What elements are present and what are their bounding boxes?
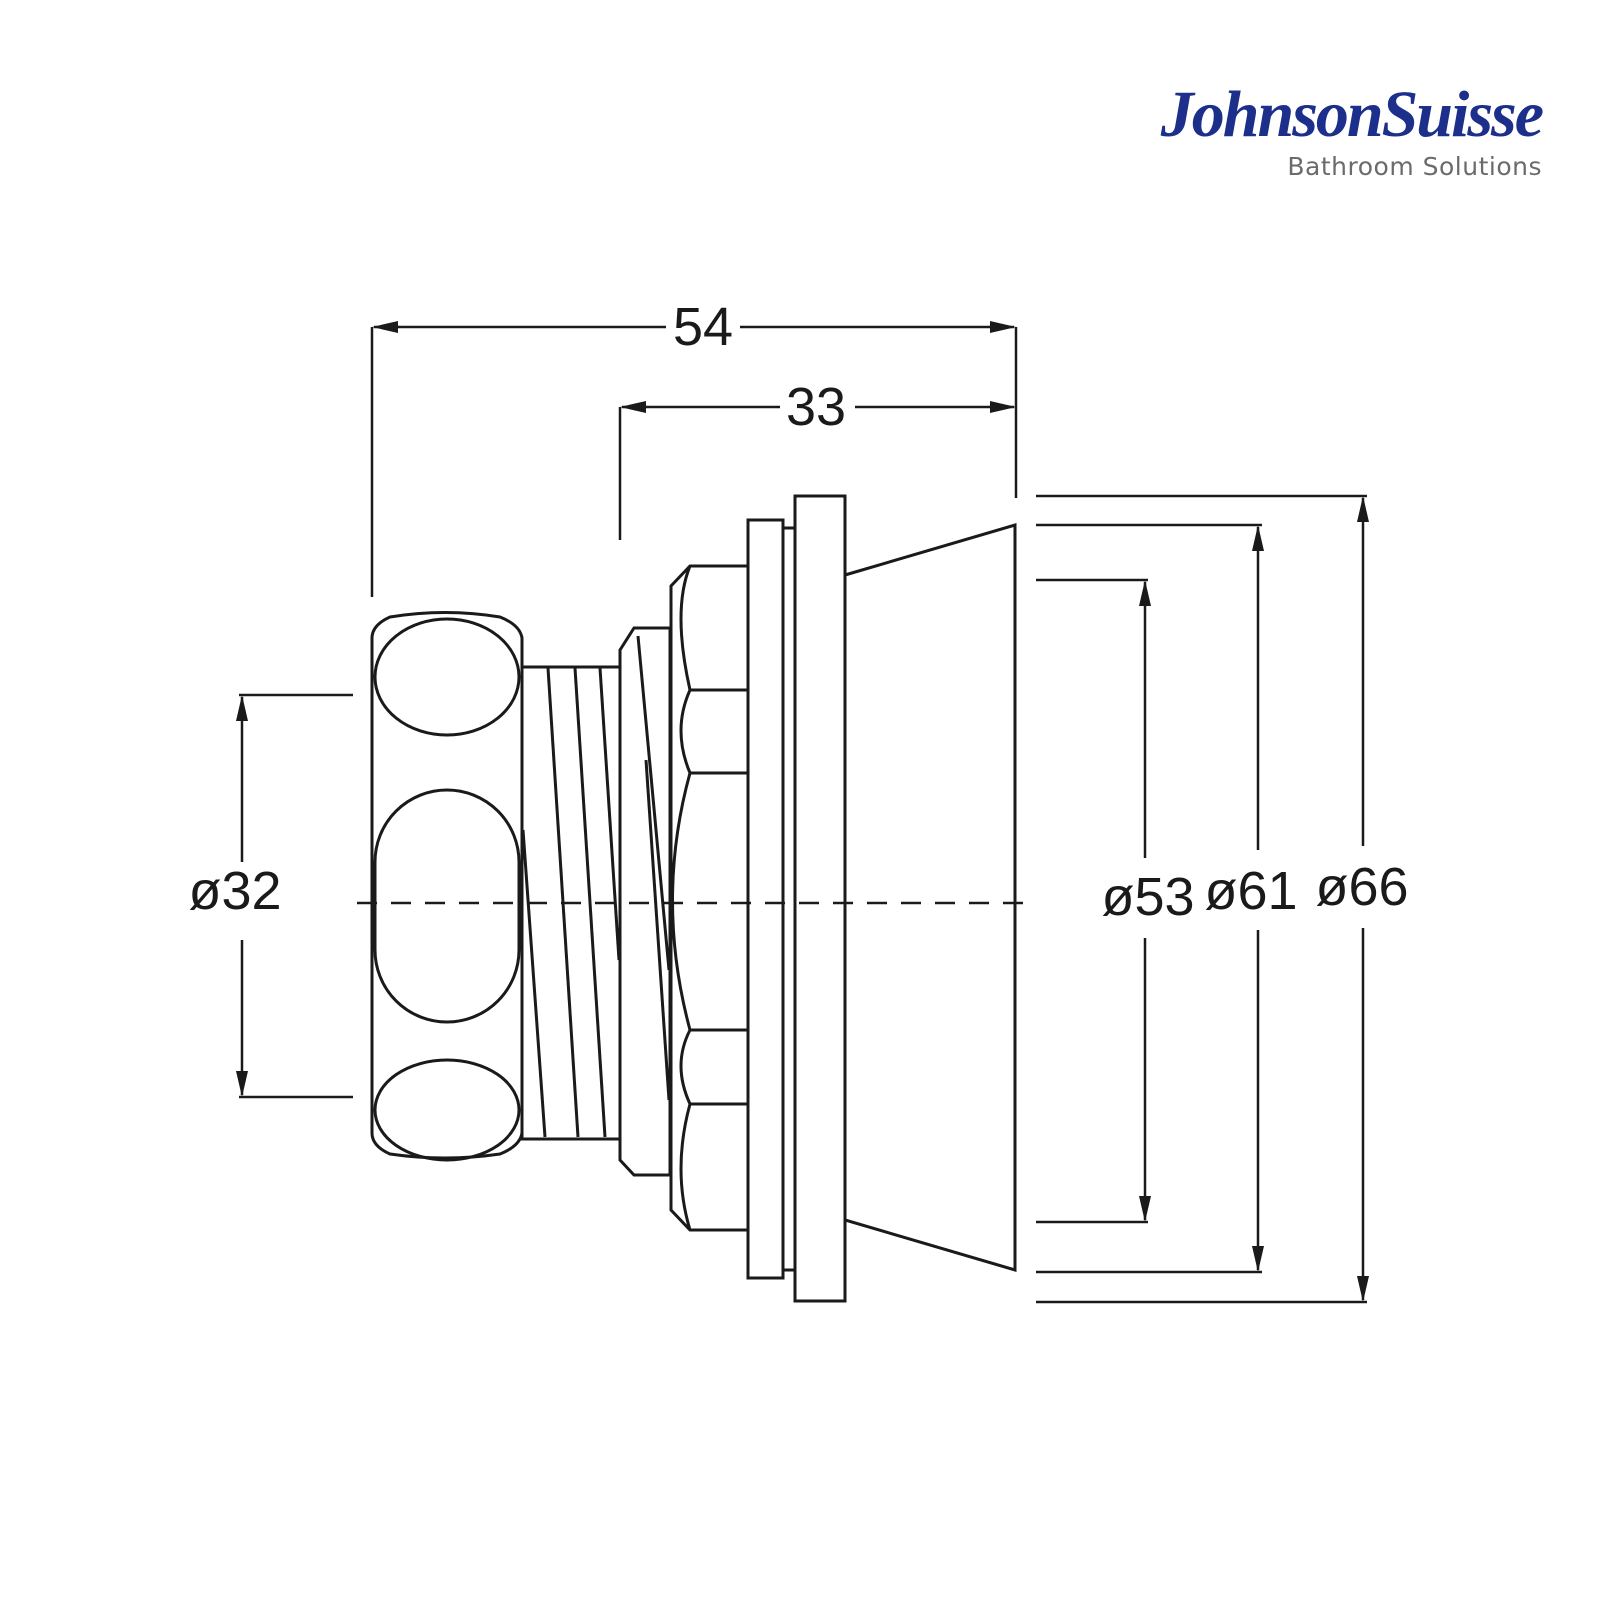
- nut-face-middle: [373, 788, 521, 1024]
- dimension-label-d61: ø61: [1204, 861, 1297, 921]
- nut-face-bottom: [373, 1058, 521, 1162]
- dimension-label-d66: ø66: [1315, 857, 1408, 917]
- dimension-diameter-61: ø61: [1204, 525, 1298, 1272]
- dimension-body-length: 33: [620, 377, 1016, 437]
- conical-cover: [843, 522, 1017, 1273]
- dimension-label-33: 33: [786, 377, 846, 437]
- spacer: [781, 526, 797, 1272]
- brand-logo: JohnsonSuisse Bathroom Solutions: [1160, 78, 1544, 182]
- dimension-label-54: 54: [673, 297, 733, 357]
- nut-face-top: [373, 617, 521, 737]
- dimension-label-d32: ø32: [188, 861, 281, 921]
- dimension-diameter-66: ø66: [1315, 496, 1409, 1302]
- brand-name: JohnsonSuisse: [1160, 78, 1544, 151]
- thread-lines: [521, 667, 621, 1138]
- flange-plate-inner: [746, 518, 785, 1280]
- part-outline: [370, 494, 1017, 1303]
- dimension-inlet-diameter: ø32: [188, 695, 282, 1097]
- hex-body: [669, 564, 750, 1232]
- dimension-diameter-53: ø53: [1101, 580, 1195, 1222]
- brand-tagline: Bathroom Solutions: [1287, 152, 1542, 181]
- extension-lines: [239, 327, 1367, 1304]
- dimension-overall-length: 54: [372, 297, 1016, 357]
- dimension-label-d53: ø53: [1101, 867, 1194, 927]
- flange-plate-outer: [793, 494, 847, 1303]
